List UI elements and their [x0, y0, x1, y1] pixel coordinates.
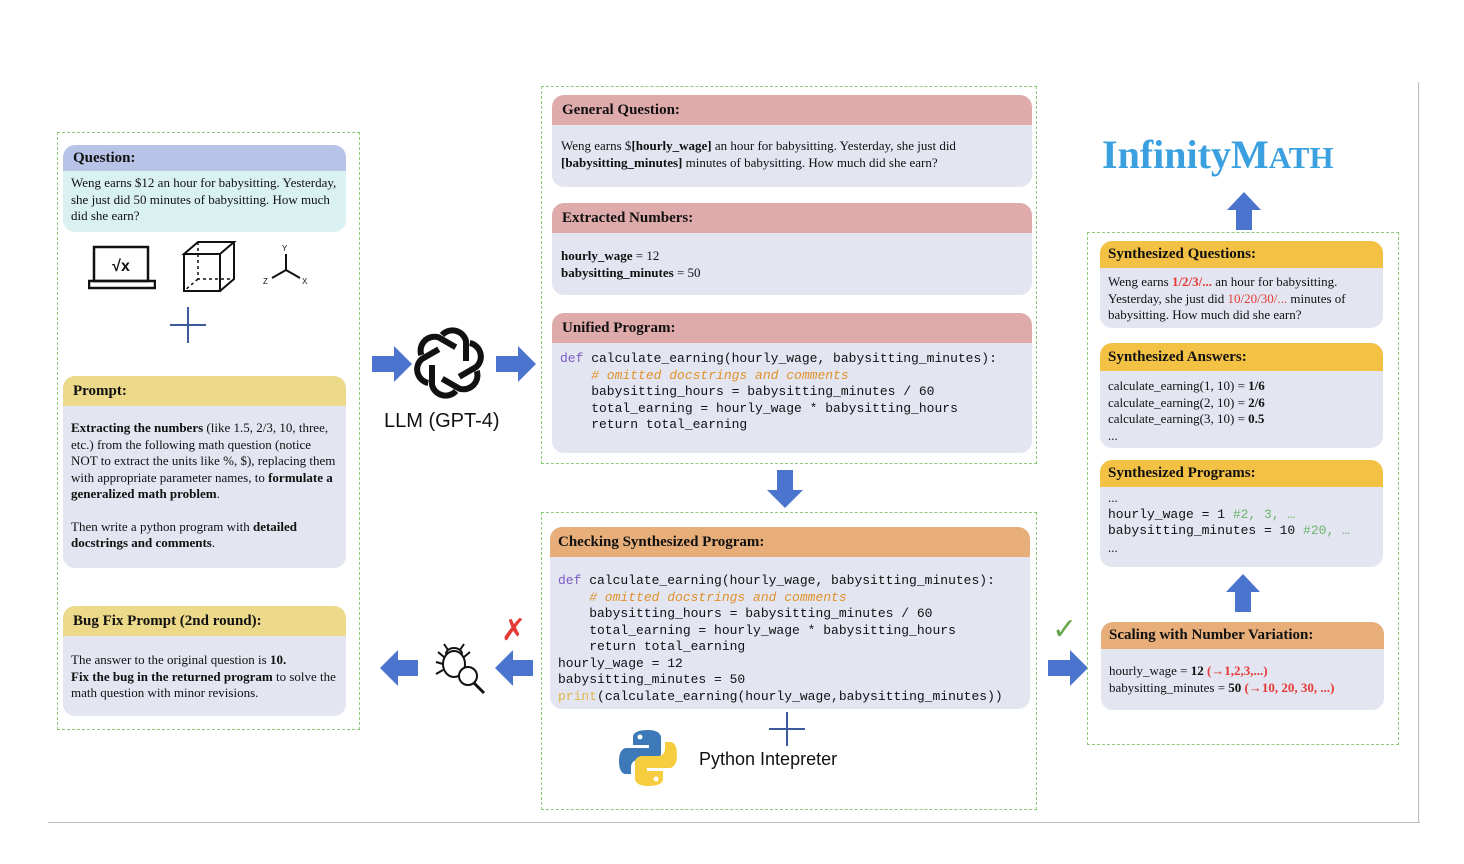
- scaling-title: Scaling with Number Variation:: [1101, 622, 1384, 649]
- extracted-numbers-card: Extracted Numbers: hourly_wage = 12 baby…: [552, 203, 1032, 295]
- arrow-up-icon: [1227, 192, 1261, 230]
- answer-row: calculate_earning(1, 10) = 1/6: [1108, 378, 1265, 393]
- infinitymath-logo: InfinityMATH: [1102, 132, 1334, 177]
- extracted-numbers-title: Extracted Numbers:: [552, 203, 1032, 233]
- unified-program-title: Unified Program:: [552, 313, 1032, 343]
- program-line: hourly_wage = 1 #2, 3, …: [1108, 506, 1296, 522]
- prompt-card: Prompt: Extracting the numbers (like 1.5…: [63, 376, 346, 568]
- extracted-row: hourly_wage = 12: [561, 248, 660, 263]
- synthesized-questions-text: Weng earns 1/2/3/... an hour for babysit…: [1108, 274, 1346, 322]
- program-line: ...: [1108, 539, 1118, 555]
- question-title: Question:: [63, 145, 346, 171]
- right-rule: [1418, 82, 1419, 823]
- center-bottom-panel: [541, 512, 1037, 810]
- arrow-left-icon: [495, 650, 533, 686]
- general-question-card: General Question: Weng earns $[hourly_wa…: [552, 95, 1032, 187]
- laptop-sqrt-label: √x: [112, 258, 130, 275]
- bugfix-title: Bug Fix Prompt (2nd round):: [63, 606, 346, 636]
- center-top-panel: [541, 86, 1037, 464]
- xyz-axes-icon: Y Z X: [263, 244, 308, 286]
- prompt-paragraph-1: Extracting the numbers (like 1.5, 2/3, 1…: [71, 420, 336, 501]
- arrow-left-icon: [380, 650, 418, 686]
- question-card: Question: Weng earns $12 an hour for bab…: [63, 145, 346, 232]
- synthesized-answers-card: Synthesized Answers: calculate_earning(1…: [1100, 343, 1383, 448]
- left-panel: [57, 132, 360, 730]
- arrow-right-icon: [1048, 650, 1088, 686]
- answer-row: calculate_earning(3, 10) = 0.5: [1108, 411, 1265, 426]
- synthesized-questions-title: Synthesized Questions:: [1100, 241, 1383, 268]
- checking-program-title: Checking Synthesized Program:: [550, 527, 1030, 557]
- scaling-card: Scaling with Number Variation: hourly_wa…: [1101, 622, 1384, 710]
- axis-z-label: Z: [263, 277, 268, 286]
- prompt-paragraph-2: Then write a python program with detaile…: [71, 518, 298, 551]
- arrow-up-icon: [1226, 574, 1260, 612]
- openai-logo-icon: [414, 327, 484, 399]
- laptop-sqrt-icon: √x: [88, 245, 156, 290]
- synthesized-programs-card: Synthesized Programs: ... hourly_wage = …: [1100, 460, 1383, 567]
- bugfix-line-2: Fix the bug in the returned program to s…: [71, 668, 336, 701]
- cross-mark-icon: ✗: [501, 613, 527, 648]
- bugfix-card: Bug Fix Prompt (2nd round): The answer t…: [63, 606, 346, 716]
- synthesized-questions-card: Synthesized Questions: Weng earns 1/2/3/…: [1100, 241, 1383, 328]
- arrow-right-icon: [372, 346, 412, 382]
- plus-icon: [170, 307, 206, 343]
- arrow-right-icon: [496, 346, 536, 382]
- bottom-rule: [48, 822, 1420, 823]
- general-question-text: Weng earns $[hourly_wage] an hour for ba…: [561, 138, 956, 170]
- python-plus-icon: [769, 712, 805, 746]
- checking-program-code: def calculate_earning(hourly_wage, babys…: [558, 573, 1003, 704]
- python-interpreter-label: Python Intepreter: [699, 749, 838, 769]
- cube-icon: [181, 241, 237, 292]
- synthesized-programs-title: Synthesized Programs:: [1100, 460, 1383, 487]
- axis-x-label: X: [302, 277, 308, 286]
- general-question-title: General Question:: [552, 95, 1032, 125]
- question-text: Weng earns $12 an hour for babysitting. …: [71, 175, 337, 223]
- scaling-row: babysitting_minutes = 50 (→10, 20, 30, .…: [1109, 679, 1335, 695]
- bugfix-line-1: The answer to the original question is 1…: [71, 652, 287, 667]
- program-line: ...: [1108, 490, 1118, 505]
- bug-search-icon: [435, 643, 486, 695]
- answer-row: calculate_earning(2, 10) = 2/6: [1108, 394, 1265, 410]
- synthesized-answers-title: Synthesized Answers:: [1100, 343, 1383, 371]
- checking-program-card: Checking Synthesized Program: def calcul…: [550, 527, 1030, 709]
- llm-label: LLM (GPT-4): [384, 410, 500, 432]
- check-mark-icon: ✓: [1052, 612, 1078, 647]
- python-logo-icon: [619, 730, 677, 786]
- extracted-row: babysitting_minutes = 50: [561, 264, 701, 280]
- unified-program-code: def calculate_earning(hourly_wage, babys…: [560, 351, 997, 432]
- answer-ellipsis: ...: [1108, 427, 1118, 443]
- unified-program-card: Unified Program: def calculate_earning(h…: [552, 313, 1032, 453]
- prompt-title: Prompt:: [63, 376, 346, 406]
- axis-y-label: Y: [282, 244, 288, 253]
- right-panel: [1087, 232, 1399, 745]
- scaling-row: hourly_wage = 12 (→1,2,3,...): [1109, 663, 1268, 678]
- arrow-down-icon: [767, 470, 803, 508]
- program-line: babysitting_minutes = 10 #20, …: [1108, 523, 1350, 538]
